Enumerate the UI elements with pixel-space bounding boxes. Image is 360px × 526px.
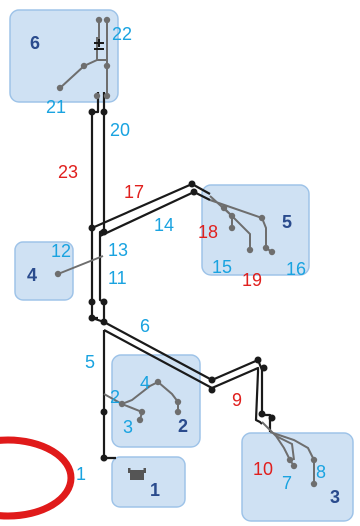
- region-box-2[interactable]: [111, 354, 201, 448]
- label-14: 14: [154, 215, 174, 235]
- label-6: 6: [140, 316, 150, 336]
- region-label-1: 1: [150, 480, 160, 500]
- region-label-4: 4: [27, 265, 37, 285]
- label-20: 20: [110, 120, 130, 140]
- junction-nodes: [88, 108, 276, 462]
- highlight-ring: [0, 436, 75, 520]
- region-box-6[interactable]: [9, 9, 119, 103]
- cyan-line-labels: 22 21 20 14 12 13 11 15 16 6 5 4 2 3 1 7…: [46, 24, 326, 493]
- region-labels: 6 5 4 2 1 3: [27, 33, 340, 507]
- label-7: 7: [282, 473, 292, 493]
- label-21: 21: [46, 97, 66, 117]
- label-8: 8: [316, 462, 326, 482]
- battery-symbol-icon: [128, 468, 146, 480]
- region-label-5: 5: [282, 212, 292, 232]
- region-box-1[interactable]: [111, 456, 186, 508]
- label-16: 16: [286, 259, 306, 279]
- label-2: 2: [110, 387, 120, 407]
- label-5: 5: [85, 352, 95, 372]
- region-label-6: 6: [30, 33, 40, 53]
- label-17: 17: [124, 182, 144, 202]
- label-18: 18: [198, 222, 218, 242]
- label-11: 11: [108, 268, 127, 288]
- region-label-3: 3: [330, 487, 340, 507]
- switch-symbol-icon: [94, 39, 104, 50]
- label-4: 4: [140, 373, 150, 393]
- label-22: 22: [112, 24, 132, 44]
- label-15: 15: [212, 257, 232, 277]
- region-label-2: 2: [178, 416, 188, 436]
- label-13: 13: [108, 240, 128, 260]
- label-12: 12: [51, 241, 71, 261]
- region-box-3[interactable]: [241, 432, 354, 522]
- label-3: 3: [123, 417, 133, 437]
- label-23: 23: [58, 162, 78, 182]
- red-line-labels: 23 17 18 19 9 10: [58, 162, 273, 479]
- label-19: 19: [242, 270, 262, 290]
- device-nodes: [54, 16, 318, 488]
- region-box-4[interactable]: [14, 241, 74, 301]
- label-1: 1: [76, 464, 86, 484]
- label-10: 10: [253, 459, 273, 479]
- label-9: 9: [232, 390, 242, 410]
